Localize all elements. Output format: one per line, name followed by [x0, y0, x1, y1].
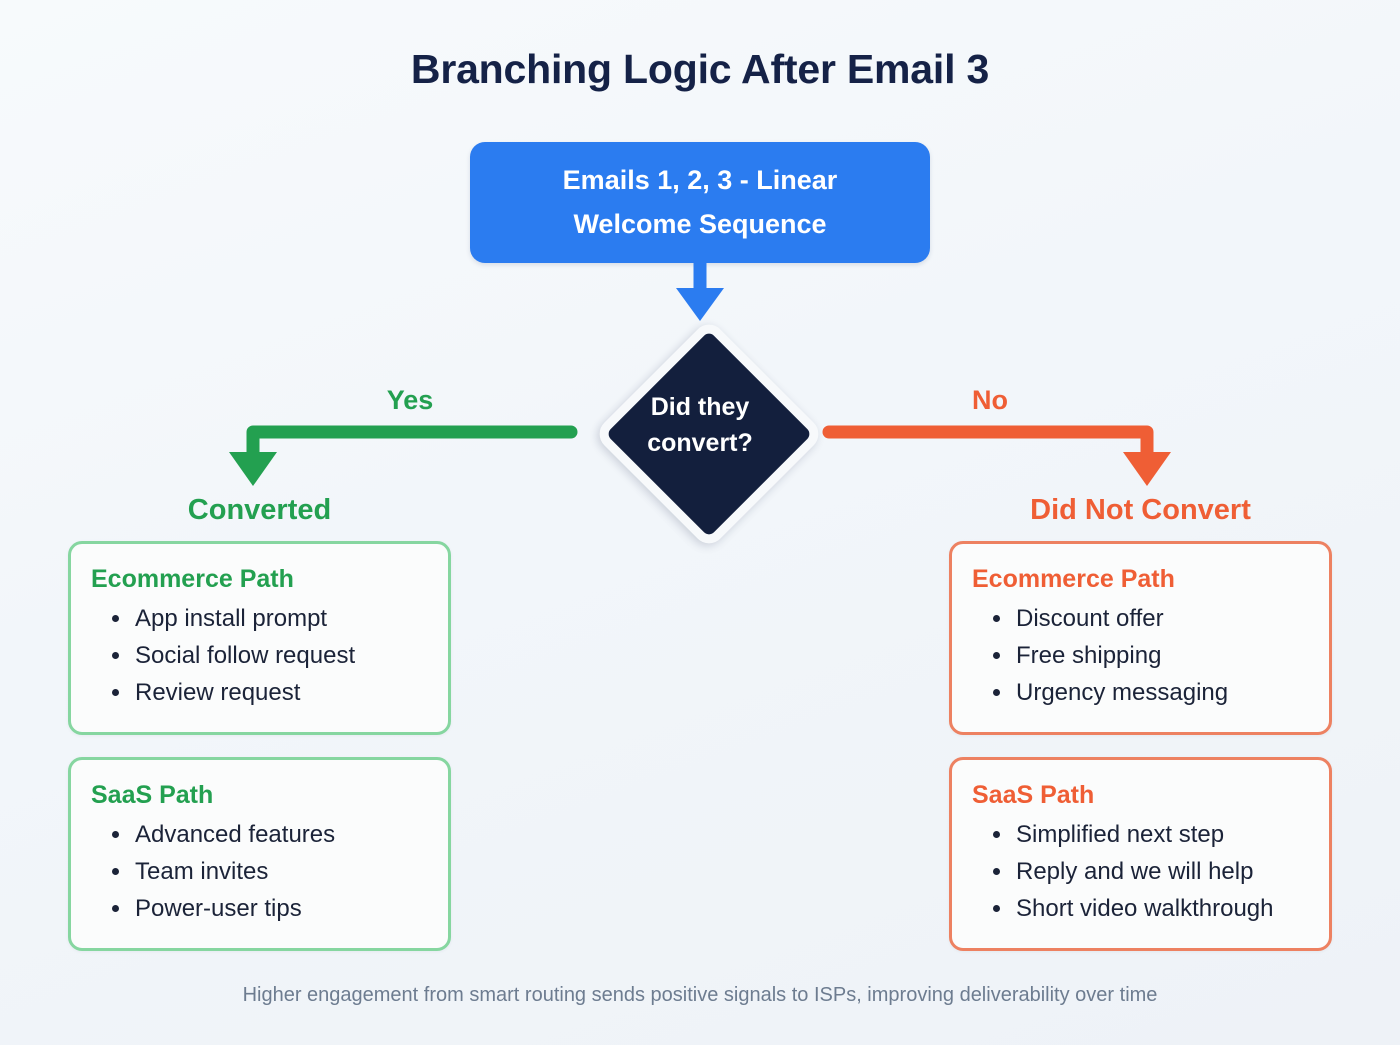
card-converted-saas[interactable]: SaaS Path Advanced features Team invites…: [68, 757, 451, 952]
decision-diamond-text: Did they convert?: [570, 322, 830, 528]
card-notconverted-saas[interactable]: SaaS Path Simplified next step Reply and…: [949, 757, 1332, 952]
card-converted-ecommerce-list: App install prompt Social follow request…: [91, 601, 426, 712]
connector-no-branch: [822, 425, 1171, 486]
card-notconverted-saas-list: Simplified next step Reply and we will h…: [972, 817, 1307, 928]
list-item: Urgency messaging: [1014, 675, 1307, 712]
card-converted-saas-title: SaaS Path: [91, 781, 214, 810]
column-did-not-convert: Ecommerce Path Discount offer Free shipp…: [949, 541, 1332, 973]
decision-line1: Did they: [650, 392, 750, 421]
list-item: App install prompt: [133, 601, 426, 638]
node-email-sequence[interactable]: Emails 1, 2, 3 - Linear Welcome Sequence: [470, 142, 930, 263]
list-item: Advanced features: [133, 817, 426, 854]
list-item: Team invites: [133, 854, 426, 891]
list-item: Free shipping: [1014, 638, 1307, 675]
card-notconverted-ecommerce[interactable]: Ecommerce Path Discount offer Free shipp…: [949, 541, 1332, 736]
column-converted: Ecommerce Path App install prompt Social…: [68, 541, 451, 973]
card-converted-ecommerce[interactable]: Ecommerce Path App install prompt Social…: [68, 541, 451, 736]
branch-heading-did-not-convert: Did Not Convert: [1030, 494, 1251, 526]
card-notconverted-ecommerce-list: Discount offer Free shipping Urgency mes…: [972, 601, 1307, 712]
list-item: Review request: [133, 675, 426, 712]
edge-label-yes: Yes: [386, 385, 434, 415]
card-converted-saas-list: Advanced features Team invites Power-use…: [91, 817, 426, 928]
card-notconverted-saas-title: SaaS Path: [972, 781, 1095, 810]
node-decision-convert[interactable]: Did they convert?: [570, 318, 830, 550]
list-item: Power-user tips: [133, 891, 426, 928]
list-item: Reply and we will help: [1014, 854, 1307, 891]
card-notconverted-ecommerce-title: Ecommerce Path: [972, 565, 1175, 593]
node-email-sequence-line2: Welcome Sequence: [573, 208, 827, 239]
connector-root-to-decision: [676, 263, 724, 321]
decision-line2: convert?: [647, 429, 753, 457]
node-email-sequence-text: Emails 1, 2, 3 - Linear Welcome Sequence: [563, 159, 838, 246]
list-item: Simplified next step: [1014, 817, 1307, 854]
edge-label-no: No: [972, 385, 1008, 415]
footer-note: Higher engagement from smart routing sen…: [242, 984, 1158, 1006]
node-email-sequence-line1: Emails 1, 2, 3 - Linear: [562, 164, 838, 195]
list-item: Short video walkthrough: [1014, 891, 1307, 928]
branch-heading-converted: Converted: [187, 494, 332, 526]
list-item: Discount offer: [1014, 601, 1307, 638]
decision-diamond-text-inner: Did they convert?: [647, 389, 753, 462]
card-converted-ecommerce-title: Ecommerce Path: [91, 565, 294, 593]
page-title: Branching Logic After Email 3: [410, 46, 990, 92]
list-item: Social follow request: [133, 638, 426, 675]
connector-yes-branch: [229, 425, 578, 486]
